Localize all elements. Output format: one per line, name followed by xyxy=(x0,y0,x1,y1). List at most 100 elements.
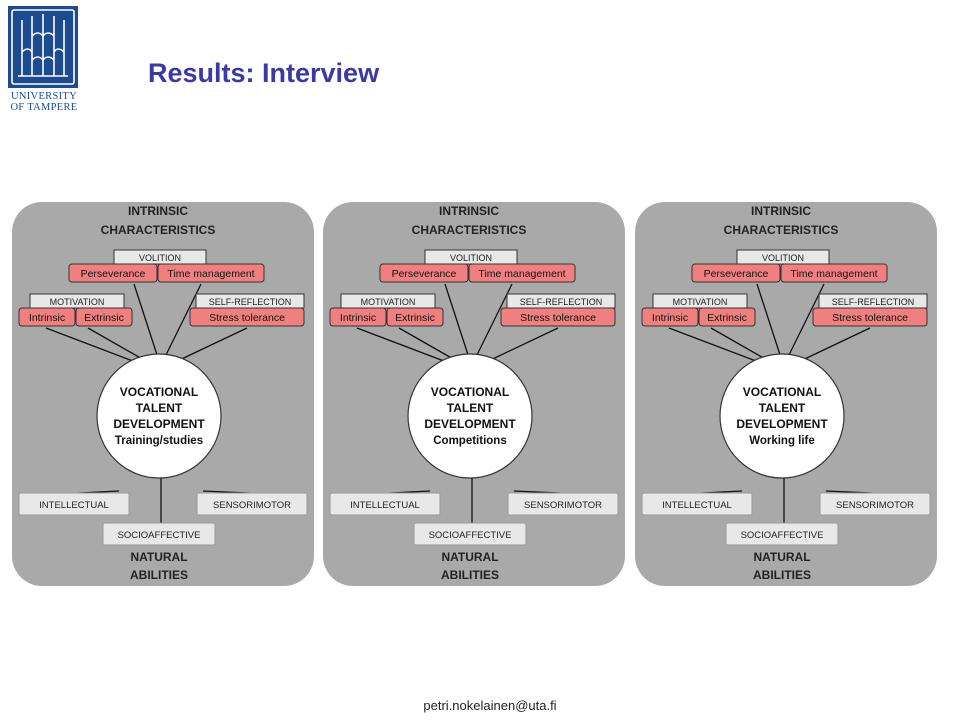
sensorimotor-box xyxy=(507,492,619,516)
connector-lines xyxy=(356,283,561,523)
intellectual-label: INTELLECTUAL xyxy=(350,500,420,511)
extrinsic-label: Extrinsic xyxy=(84,312,124,324)
sensorimotor-box xyxy=(196,492,308,516)
stress-tolerance-box xyxy=(812,307,928,327)
intellectual-label: INTELLECTUAL xyxy=(662,500,732,511)
intrinsic-label: Intrinsic xyxy=(652,312,688,324)
time-management-box xyxy=(468,263,576,283)
extrinsic-box xyxy=(75,307,133,327)
time-management-label: Time management xyxy=(790,268,877,280)
intrinsic-heading-2: CHARACTERISTICS xyxy=(412,223,527,237)
self-reflection-label: SELF-REFLECTION xyxy=(520,297,603,307)
talent-diagram: INTRINSIC CHARACTERISTICS VOLITION Perse… xyxy=(12,202,314,586)
talent-panel-1: INTRINSIC CHARACTERISTICS VOLITION Perse… xyxy=(11,201,315,587)
sensorimotor-label: SENSORIMOTOR xyxy=(524,500,602,511)
university-logo: UNIVERSITY OF TAMPERE xyxy=(6,6,82,113)
intellectual-label: INTELLECTUAL xyxy=(39,500,109,511)
natural-heading-1: NATURAL xyxy=(753,550,810,564)
socioaffective-box xyxy=(725,522,839,546)
logo-text: UNIVERSITY OF TAMPERE xyxy=(6,91,82,113)
intrinsic-box xyxy=(641,307,699,327)
stress-tolerance-label: Stress tolerance xyxy=(832,312,908,324)
logo-emblem xyxy=(8,6,78,88)
time-management-box xyxy=(780,263,888,283)
intrinsic-label: Intrinsic xyxy=(340,312,376,324)
center-line-2: TALENT xyxy=(759,401,806,415)
motivation-label: MOTIVATION xyxy=(361,297,416,307)
context-label: Training/studies xyxy=(115,435,203,447)
socioaffective-label: SOCIOAFFECTIVE xyxy=(118,530,201,541)
perseverance-label: Perseverance xyxy=(704,268,769,280)
center-line-1: VOCATIONAL xyxy=(431,385,509,399)
footer-email-text: petri.nokelainen@uta.fi xyxy=(423,698,557,713)
natural-heading-2: ABILITIES xyxy=(441,568,499,582)
time-management-box xyxy=(157,263,265,283)
center-line-1: VOCATIONAL xyxy=(120,385,198,399)
intrinsic-heading-1: INTRINSIC xyxy=(751,204,811,218)
time-management-label: Time management xyxy=(167,268,254,280)
center-line-3: DEVELOPMENT xyxy=(736,417,828,431)
intrinsic-heading-1: INTRINSIC xyxy=(439,204,499,218)
extrinsic-box xyxy=(386,307,444,327)
center-line-2: TALENT xyxy=(136,401,183,415)
center-line-2: TALENT xyxy=(447,401,494,415)
socioaffective-box xyxy=(413,522,527,546)
sensorimotor-label: SENSORIMOTOR xyxy=(213,500,291,511)
center-circle xyxy=(96,353,222,479)
socioaffective-box xyxy=(102,522,216,546)
natural-heading-1: NATURAL xyxy=(130,550,187,564)
intellectual-box xyxy=(641,492,753,516)
plant-icon xyxy=(11,9,75,85)
center-line-3: DEVELOPMENT xyxy=(424,417,516,431)
intellectual-box xyxy=(329,492,441,516)
intrinsic-box xyxy=(18,307,76,327)
volition-label: VOLITION xyxy=(139,253,181,263)
perseverance-label: Perseverance xyxy=(392,268,457,280)
extrinsic-box xyxy=(698,307,756,327)
logo-line-2: OF TAMPERE xyxy=(10,102,78,113)
intrinsic-label: Intrinsic xyxy=(29,312,65,324)
natural-heading-2: ABILITIES xyxy=(753,568,811,582)
perseverance-label: Perseverance xyxy=(81,268,146,280)
stress-tolerance-box xyxy=(189,307,305,327)
center-circle xyxy=(719,353,845,479)
talent-panel-2: INTRINSIC CHARACTERISTICS VOLITION Perse… xyxy=(322,201,626,587)
socioaffective-label: SOCIOAFFECTIVE xyxy=(741,530,824,541)
context-label: Working life xyxy=(749,435,815,447)
center-line-1: VOCATIONAL xyxy=(743,385,821,399)
page-title: Results: Interview xyxy=(148,58,380,88)
intellectual-box xyxy=(18,492,130,516)
perseverance-box xyxy=(379,263,469,283)
time-management-label: Time management xyxy=(478,268,565,280)
talent-diagram: INTRINSIC CHARACTERISTICS VOLITION Perse… xyxy=(635,202,937,586)
talent-diagram: INTRINSIC CHARACTERISTICS VOLITION Perse… xyxy=(323,202,625,586)
footer-email: petri.nokelainen@uta.fi xyxy=(0,698,960,713)
volition-label: VOLITION xyxy=(450,253,492,263)
intrinsic-heading-2: CHARACTERISTICS xyxy=(101,223,216,237)
intrinsic-box xyxy=(329,307,387,327)
self-reflection-label: SELF-REFLECTION xyxy=(832,297,915,307)
perseverance-box xyxy=(691,263,781,283)
motivation-label: MOTIVATION xyxy=(673,297,728,307)
extrinsic-label: Extrinsic xyxy=(395,312,435,324)
natural-heading-2: ABILITIES xyxy=(130,568,188,582)
socioaffective-label: SOCIOAFFECTIVE xyxy=(429,530,512,541)
natural-heading-1: NATURAL xyxy=(441,550,498,564)
center-line-3: DEVELOPMENT xyxy=(113,417,205,431)
perseverance-box xyxy=(68,263,158,283)
sensorimotor-label: SENSORIMOTOR xyxy=(836,500,914,511)
intrinsic-heading-1: INTRINSIC xyxy=(128,204,188,218)
extrinsic-label: Extrinsic xyxy=(707,312,747,324)
stress-tolerance-box xyxy=(500,307,616,327)
motivation-label: MOTIVATION xyxy=(50,297,105,307)
stress-tolerance-label: Stress tolerance xyxy=(209,312,285,324)
context-label: Competitions xyxy=(433,435,506,447)
stress-tolerance-label: Stress tolerance xyxy=(520,312,596,324)
logo-line-1: UNIVERSITY xyxy=(11,91,77,102)
sensorimotor-box xyxy=(819,492,931,516)
talent-panel-3: INTRINSIC CHARACTERISTICS VOLITION Perse… xyxy=(634,201,938,587)
center-circle xyxy=(407,353,533,479)
intrinsic-heading-2: CHARACTERISTICS xyxy=(724,223,839,237)
self-reflection-label: SELF-REFLECTION xyxy=(209,297,292,307)
volition-label: VOLITION xyxy=(762,253,804,263)
